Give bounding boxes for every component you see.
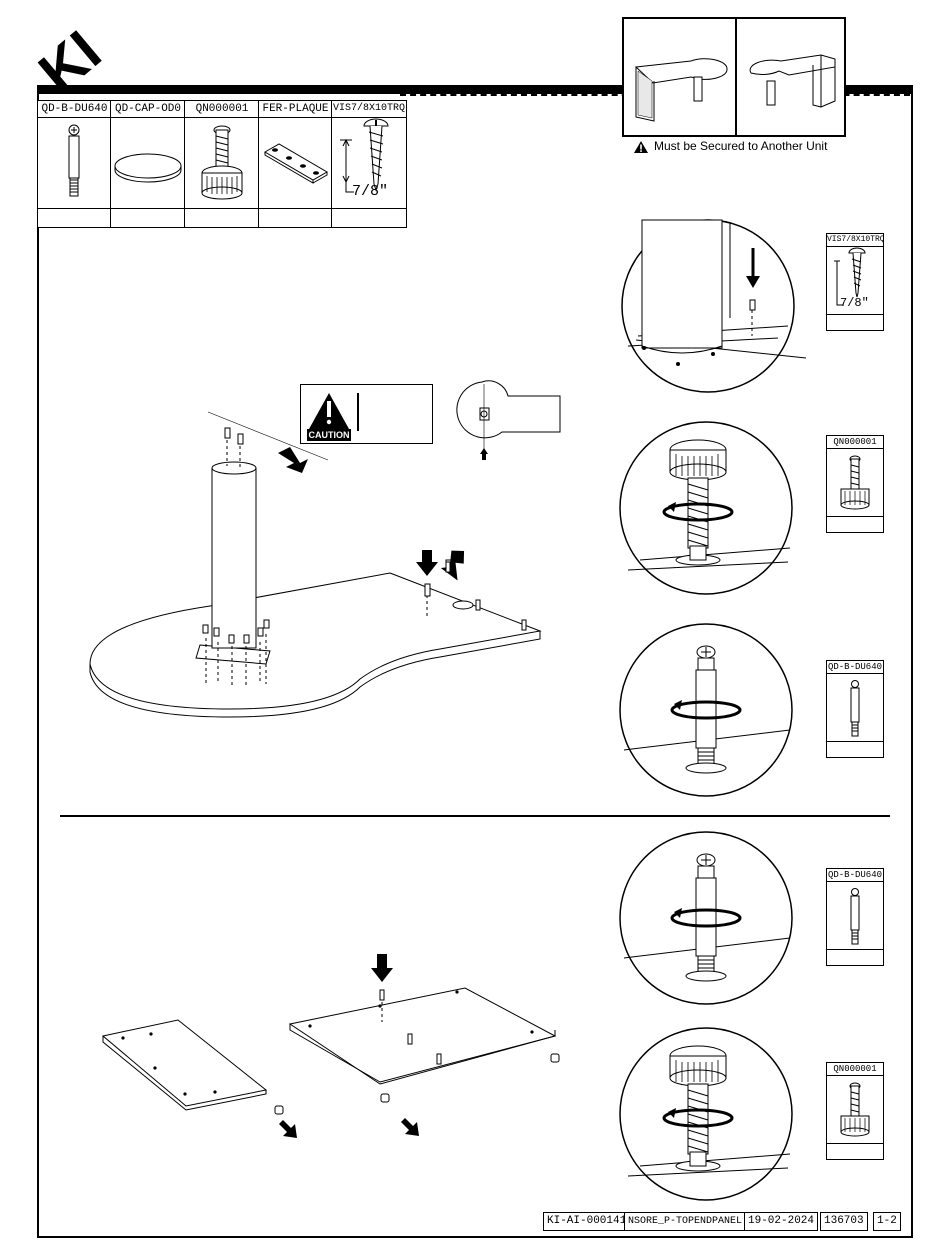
step-part-leveler: QN000001 bbox=[826, 435, 884, 533]
step-part-dowel-lower: QD-B-DU640 bbox=[826, 868, 884, 966]
secure-note: Must be Secured to Another Unit bbox=[633, 139, 863, 155]
part-code: QD-B-DU640 bbox=[38, 101, 111, 118]
part-cell-plate: FER-PLAQUE bbox=[258, 100, 333, 211]
qty-row bbox=[827, 949, 883, 950]
part-cell-leveler: QN000001 bbox=[184, 100, 260, 211]
warning-triangle-icon bbox=[633, 140, 649, 154]
desk-right-variant-icon bbox=[737, 19, 847, 135]
part-cell-cap: QD-CAP-OD0 bbox=[110, 100, 186, 211]
step-part-dowel: QD-B-DU640 bbox=[826, 660, 884, 758]
step-part-screw: VIS7/8X10TRQ 7/8" bbox=[826, 233, 884, 331]
detail-dowel-circle bbox=[618, 620, 798, 800]
plate-icon bbox=[259, 118, 332, 210]
part-qty bbox=[258, 208, 333, 228]
screw-length-label: 7/8" bbox=[352, 183, 388, 200]
part-qty bbox=[110, 208, 186, 228]
part-code: QD-B-DU640 bbox=[827, 661, 883, 674]
part-qty bbox=[184, 208, 260, 228]
caution-box: CAUTION bbox=[300, 384, 433, 444]
leveler-icon bbox=[827, 1076, 883, 1146]
parts-table: QD-B-DU640 QD-CAP-OD0 QN000001 bbox=[37, 100, 405, 227]
qty-row bbox=[827, 1143, 883, 1144]
detail-leveler-circle bbox=[618, 420, 798, 600]
ki-logo-mark: KI bbox=[32, 18, 122, 88]
section-divider bbox=[60, 815, 890, 817]
desk-left-variant-icon bbox=[624, 19, 734, 135]
leveler-icon bbox=[185, 118, 259, 210]
part-code: QD-B-DU640 bbox=[827, 869, 883, 882]
secure-note-text: Must be Secured to Another Unit bbox=[654, 139, 827, 153]
leveler-icon bbox=[827, 449, 883, 519]
config-preview bbox=[622, 17, 846, 137]
caution-divider bbox=[357, 393, 359, 431]
cap-icon bbox=[111, 118, 185, 210]
footer-doc-id: KI-AI-000141 bbox=[543, 1212, 630, 1231]
qty-row bbox=[827, 741, 883, 742]
part-cell-dowel: QD-B-DU640 bbox=[37, 100, 112, 211]
part-code: QD-CAP-OD0 bbox=[111, 101, 185, 118]
part-code: FER-PLAQUE bbox=[259, 101, 332, 118]
panels-dowel-illustration bbox=[95, 950, 595, 1130]
part-qty bbox=[37, 208, 112, 228]
qty-row bbox=[827, 314, 883, 315]
footer-file-name: NSORE_P-TOPENDPANEL bbox=[624, 1212, 746, 1231]
part-code: QN000001 bbox=[827, 436, 883, 449]
part-code: QN000001 bbox=[185, 101, 259, 118]
dowel-icon bbox=[827, 674, 883, 744]
part-code: VIS7/8X10TRQ bbox=[827, 234, 883, 247]
screw-length-label: 7/8" bbox=[840, 296, 869, 310]
part-qty bbox=[331, 208, 407, 228]
ki-logo: KI bbox=[32, 18, 122, 88]
qty-row bbox=[827, 516, 883, 517]
dowel-icon bbox=[38, 118, 111, 210]
footer-page: 1-2 bbox=[873, 1212, 901, 1231]
part-code: VIS7/8X10TRQ bbox=[332, 101, 406, 118]
caution-label: CAUTION bbox=[307, 429, 351, 441]
detail-leveler-circle-lower bbox=[618, 1028, 798, 1208]
detail-dowel-circle-lower bbox=[618, 830, 798, 1010]
dowel-icon bbox=[827, 882, 883, 952]
top-view-diagram bbox=[452, 380, 562, 470]
step-part-leveler-lower: QN000001 bbox=[826, 1062, 884, 1160]
footer-date: 19-02-2024 bbox=[744, 1212, 818, 1231]
part-cell-screw: VIS7/8X10TRQ 7/8" bbox=[331, 100, 407, 211]
part-code: QN000001 bbox=[827, 1063, 883, 1076]
detail-screw-circle bbox=[618, 218, 798, 398]
footer-number: 136703 bbox=[820, 1212, 868, 1231]
